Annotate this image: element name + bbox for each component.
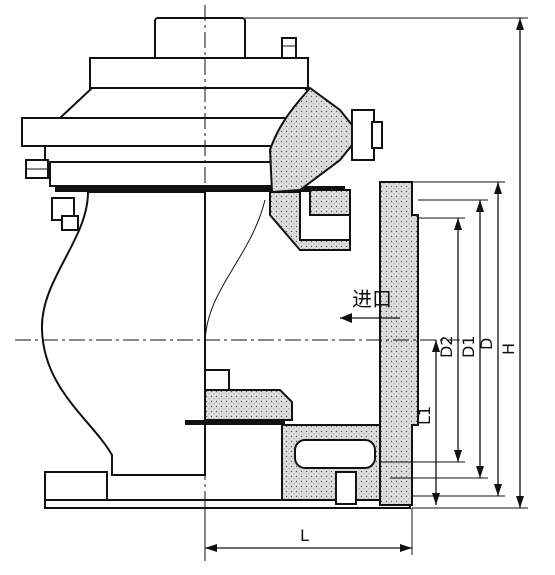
body-neck [49, 161, 281, 187]
dimension-D2 [454, 218, 462, 462]
side-plug [351, 109, 383, 161]
section-view [185, 86, 419, 506]
lower-seat-cavity [294, 439, 376, 469]
upper-seat-section [269, 189, 351, 251]
cover-section [268, 86, 362, 194]
valve-body [21, 17, 411, 509]
dimension-D1-label: D1 [459, 336, 478, 359]
dimension-L [205, 544, 412, 552]
body-outer-wall [40, 191, 206, 476]
dimension-D2-label: D2 [437, 336, 456, 359]
dimension-H-label: H [499, 343, 518, 355]
upper-cover-plate [89, 57, 309, 89]
gasket [55, 186, 345, 192]
dimension-L-label: L [300, 526, 309, 545]
bolt-flange-left [25, 159, 49, 179]
inlet-arrow [340, 313, 400, 323]
disc-seal [185, 420, 285, 425]
bottom-foot-left [44, 471, 108, 505]
bolt-top [281, 37, 297, 59]
valve-disc [204, 389, 293, 421]
bolt-body-left [51, 197, 79, 231]
dimension-H [516, 18, 524, 508]
body-inner-wall [204, 199, 266, 346]
dimension-D1 [476, 200, 484, 478]
bottom-foot-right [335, 471, 357, 505]
disc-bolt [204, 369, 230, 391]
main-flange [21, 117, 313, 147]
inlet-label: 进口 [352, 287, 392, 311]
dimension-L1-label: L1 [415, 406, 434, 425]
dimension-L1 [432, 340, 440, 505]
dimension-D [494, 182, 502, 496]
extension-lines [204, 17, 528, 555]
flange-lip [44, 145, 296, 163]
top-cap [154, 17, 246, 61]
dimension-D-label: D [477, 338, 496, 350]
